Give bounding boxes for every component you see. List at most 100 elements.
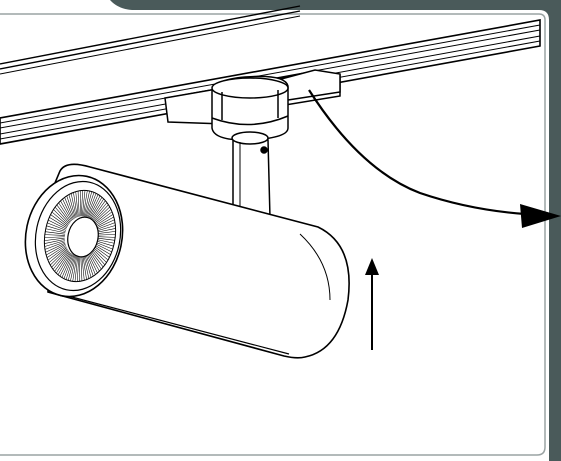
cylinder-body [47,163,350,359]
louvre-line [53,209,69,225]
louvre-line [91,202,108,222]
louvre-line [86,193,97,218]
louvre-line [46,245,66,258]
louvre-line [75,191,79,217]
louvre-line [80,190,83,217]
louvre-line [62,198,73,221]
louvre-ring [43,189,117,283]
louvre-line [56,252,71,274]
rail-bg-line [0,10,301,70]
louvre-line [83,190,90,217]
frame-right-edge [549,10,561,461]
louvre-line [93,209,112,225]
louvre-line [94,222,116,231]
louvre-line [85,253,94,277]
louvre-line [51,211,69,226]
louvre-line [47,246,67,261]
track-groove [0,24,541,124]
leader-arrow-icon [308,89,561,228]
louvre-line [94,214,114,227]
louvre-line [44,237,65,241]
inner-panel-border [0,13,546,456]
louvre-line [72,255,78,282]
background-rail [0,5,301,75]
arrow-up-head [365,258,379,275]
louvre-line [93,211,113,226]
louvre-line [89,198,104,220]
louvre-line [80,255,83,281]
louvre-line [63,254,74,279]
louvre-line [88,195,101,219]
track-adapter [164,69,341,141]
louvre-line [61,253,73,278]
louvre-line [87,251,98,274]
louvre-line [48,219,67,230]
leader-arrow-curve [308,89,526,216]
lens-center [67,216,99,258]
louvre-line [70,193,77,218]
louvre-line [47,222,67,231]
louvre-line [87,194,99,219]
adapter-top-face [211,77,289,99]
louvre-line [48,247,67,263]
louvre-line [57,252,71,275]
louvre-line [45,228,66,234]
louvre-line [66,195,75,219]
louvre-line [90,200,106,221]
louvre-line [77,191,80,217]
louvre-line [58,202,72,222]
adapter-seam [211,115,289,126]
louvre-line [94,216,114,228]
stem-collar [231,131,269,145]
louvre-line [84,191,93,217]
louvre-line [85,192,95,218]
louvre-line [88,251,100,272]
page-frame [110,0,561,461]
lens-honeycomb-louvre [43,189,117,283]
louvre-line [77,255,80,282]
louvre-line [60,200,72,221]
louvre-line [46,225,66,232]
louvre-line [50,214,68,227]
rail-bg-line [0,15,301,75]
louvre-line [92,206,110,224]
louvre-line [54,251,70,272]
louvre-line [81,255,85,281]
louvre-line [86,252,96,275]
louvre-line [56,204,71,223]
louvre-line [49,217,68,229]
louvre-line [81,190,86,217]
spotlight-lens [24,174,124,298]
arrow-up-icon [365,258,379,350]
louvre-line [83,254,90,279]
louvre-line [52,250,69,270]
louvre-line [73,192,78,218]
louvre-line [82,254,87,280]
louvre-line [89,197,103,220]
louvre-line [74,255,79,282]
louvre-line [44,240,65,247]
rail-bg-line [0,5,301,65]
louvre-line [94,219,115,230]
louvre-line [67,255,76,281]
cylinder-end-shading [299,233,331,301]
spotlight-cylinder [47,163,350,359]
louvre-line [88,250,102,270]
leader-arrow-head [520,204,561,228]
louvre-line [65,254,75,280]
louvre-line [70,255,77,282]
louvre-line [54,207,70,224]
louvre-line [45,242,66,253]
stem-screw [260,146,268,154]
louvre-line [44,236,65,238]
louvre-line [59,253,72,277]
louvre-line [44,234,65,236]
louvre-line [89,249,104,268]
louvre-line [84,253,92,278]
louvre-line [45,231,66,235]
louvre-line [44,239,65,244]
cylinder-underside-line [67,295,290,355]
louvre-line [46,244,66,256]
louvre-line [64,197,74,220]
